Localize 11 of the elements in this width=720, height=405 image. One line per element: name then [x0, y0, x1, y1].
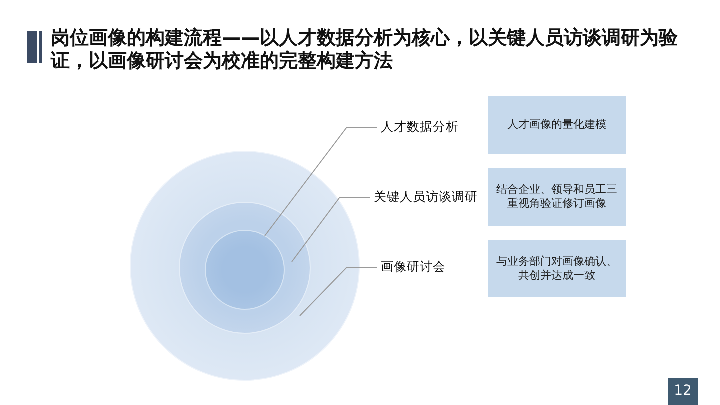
stage-label: 人才数据分析 — [381, 119, 459, 136]
stage-label: 关键人员访谈调研 — [374, 189, 478, 206]
description-box: 与业务部门对画像确认、共创并达成一致 — [488, 240, 626, 297]
leader-line — [264, 127, 378, 236]
page-number: 12 — [668, 378, 698, 405]
description-box: 结合企业、领导和员工三重视角验证修订画像 — [488, 168, 626, 226]
description-box: 人才画像的量化建模 — [488, 96, 626, 154]
stage-label: 画像研讨会 — [381, 259, 446, 276]
title: 岗位画像的构建流程——以人才数据分析为核心，以关键人员访谈调研为验证，以画像研讨会为校准的完整构建方法 — [51, 27, 679, 73]
leader-line — [300, 267, 378, 316]
leader-line — [292, 197, 370, 262]
